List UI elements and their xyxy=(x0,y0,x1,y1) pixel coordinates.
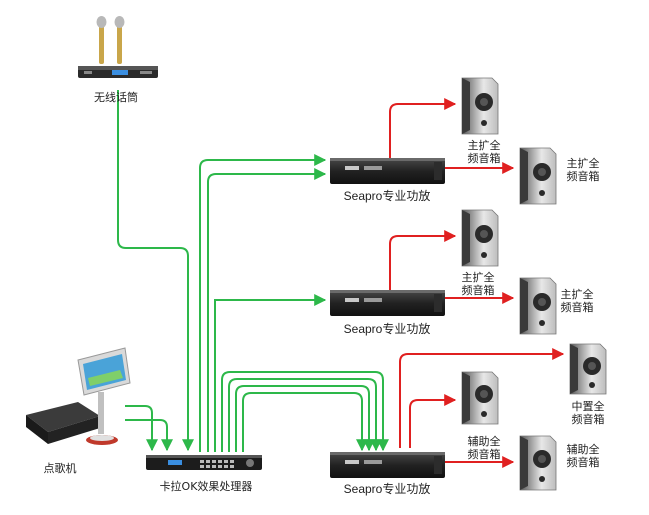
processor-to-amp3-line-a xyxy=(221,371,389,452)
processor-to-amp2-line xyxy=(214,294,327,452)
amp2-to-speaker-left xyxy=(389,230,457,290)
karaoke-player xyxy=(26,347,131,445)
mic-to-processor-line xyxy=(117,90,194,452)
amp3-to-speaker-center xyxy=(399,348,565,448)
mic-label: 无线话筒 xyxy=(94,90,138,104)
speaker-amp1-left xyxy=(461,77,499,135)
speaker-label-amp3-center-line1: 中置全 xyxy=(572,399,605,413)
amp1-label: Seapro专业功放 xyxy=(344,188,431,203)
amp3-label: Seapro专业功放 xyxy=(344,481,431,496)
processor-label: 卡拉OK效果处理器 xyxy=(160,479,253,493)
speaker-amp3-right xyxy=(519,435,557,491)
speaker-amp3-left xyxy=(461,371,499,425)
speaker-label-amp1-right-line1: 主扩全 xyxy=(567,156,600,170)
audio-signal-lines xyxy=(117,90,389,452)
speaker-amp1-right xyxy=(519,147,557,205)
speaker-label-amp1-left-line1: 主扩全 xyxy=(468,138,501,152)
processor-to-amp3-line-b xyxy=(228,378,382,452)
speaker-label-amp2-right-line2: 频音箱 xyxy=(561,300,594,314)
amp1-to-speaker-left xyxy=(389,98,457,160)
speaker-label-amp3-left-line2: 频音箱 xyxy=(468,447,501,461)
speaker-label-amp3-right-line1: 辅助全 xyxy=(567,442,600,456)
speaker-label-amp3-center-line2: 频音箱 xyxy=(572,412,605,426)
processor-to-amp1-line-b xyxy=(207,168,327,452)
processor-to-amp3-line-c xyxy=(235,385,375,452)
amplifier-3 xyxy=(330,452,445,478)
speaker-label-amp1-right-line2: 频音箱 xyxy=(567,169,600,183)
speaker-amp2-right xyxy=(519,277,557,335)
speaker-label-amp1-left-line2: 频音箱 xyxy=(468,151,501,165)
amplifier-2 xyxy=(330,290,445,316)
player-to-processor-line-2 xyxy=(125,419,173,452)
amp2-label: Seapro专业功放 xyxy=(344,321,431,336)
speaker-label-amp3-left-line1: 辅助全 xyxy=(468,434,501,448)
karaoke-effects-processor xyxy=(146,455,262,470)
amp3-to-speaker-left xyxy=(409,394,457,448)
speaker-label-amp2-left-line2: 频音箱 xyxy=(462,283,495,297)
speaker-label-amp2-right-line1: 主扩全 xyxy=(561,287,594,301)
player-label: 点歌机 xyxy=(44,461,77,475)
speaker-labels: 主扩全 频音箱 主扩全 频音箱 主扩全 频音箱 主扩全 频音箱 中置全 频音箱 … xyxy=(462,138,605,469)
speaker-signal-lines xyxy=(389,98,565,468)
speaker-label-amp2-left-line1: 主扩全 xyxy=(462,270,495,284)
speaker-amp3-center xyxy=(569,343,607,395)
player-to-processor-line-1 xyxy=(125,405,158,452)
speaker-label-amp3-right-line2: 频音箱 xyxy=(567,455,600,469)
amplifier-1 xyxy=(330,158,445,184)
touch-screen-kiosk xyxy=(77,347,131,445)
processor-to-amp1-line-a xyxy=(199,154,327,452)
wireless-mic-receiver xyxy=(78,16,158,78)
processor-to-amp3-line-d xyxy=(242,392,368,452)
speaker-amp2-left xyxy=(461,209,499,267)
microphone-icon xyxy=(96,16,125,64)
